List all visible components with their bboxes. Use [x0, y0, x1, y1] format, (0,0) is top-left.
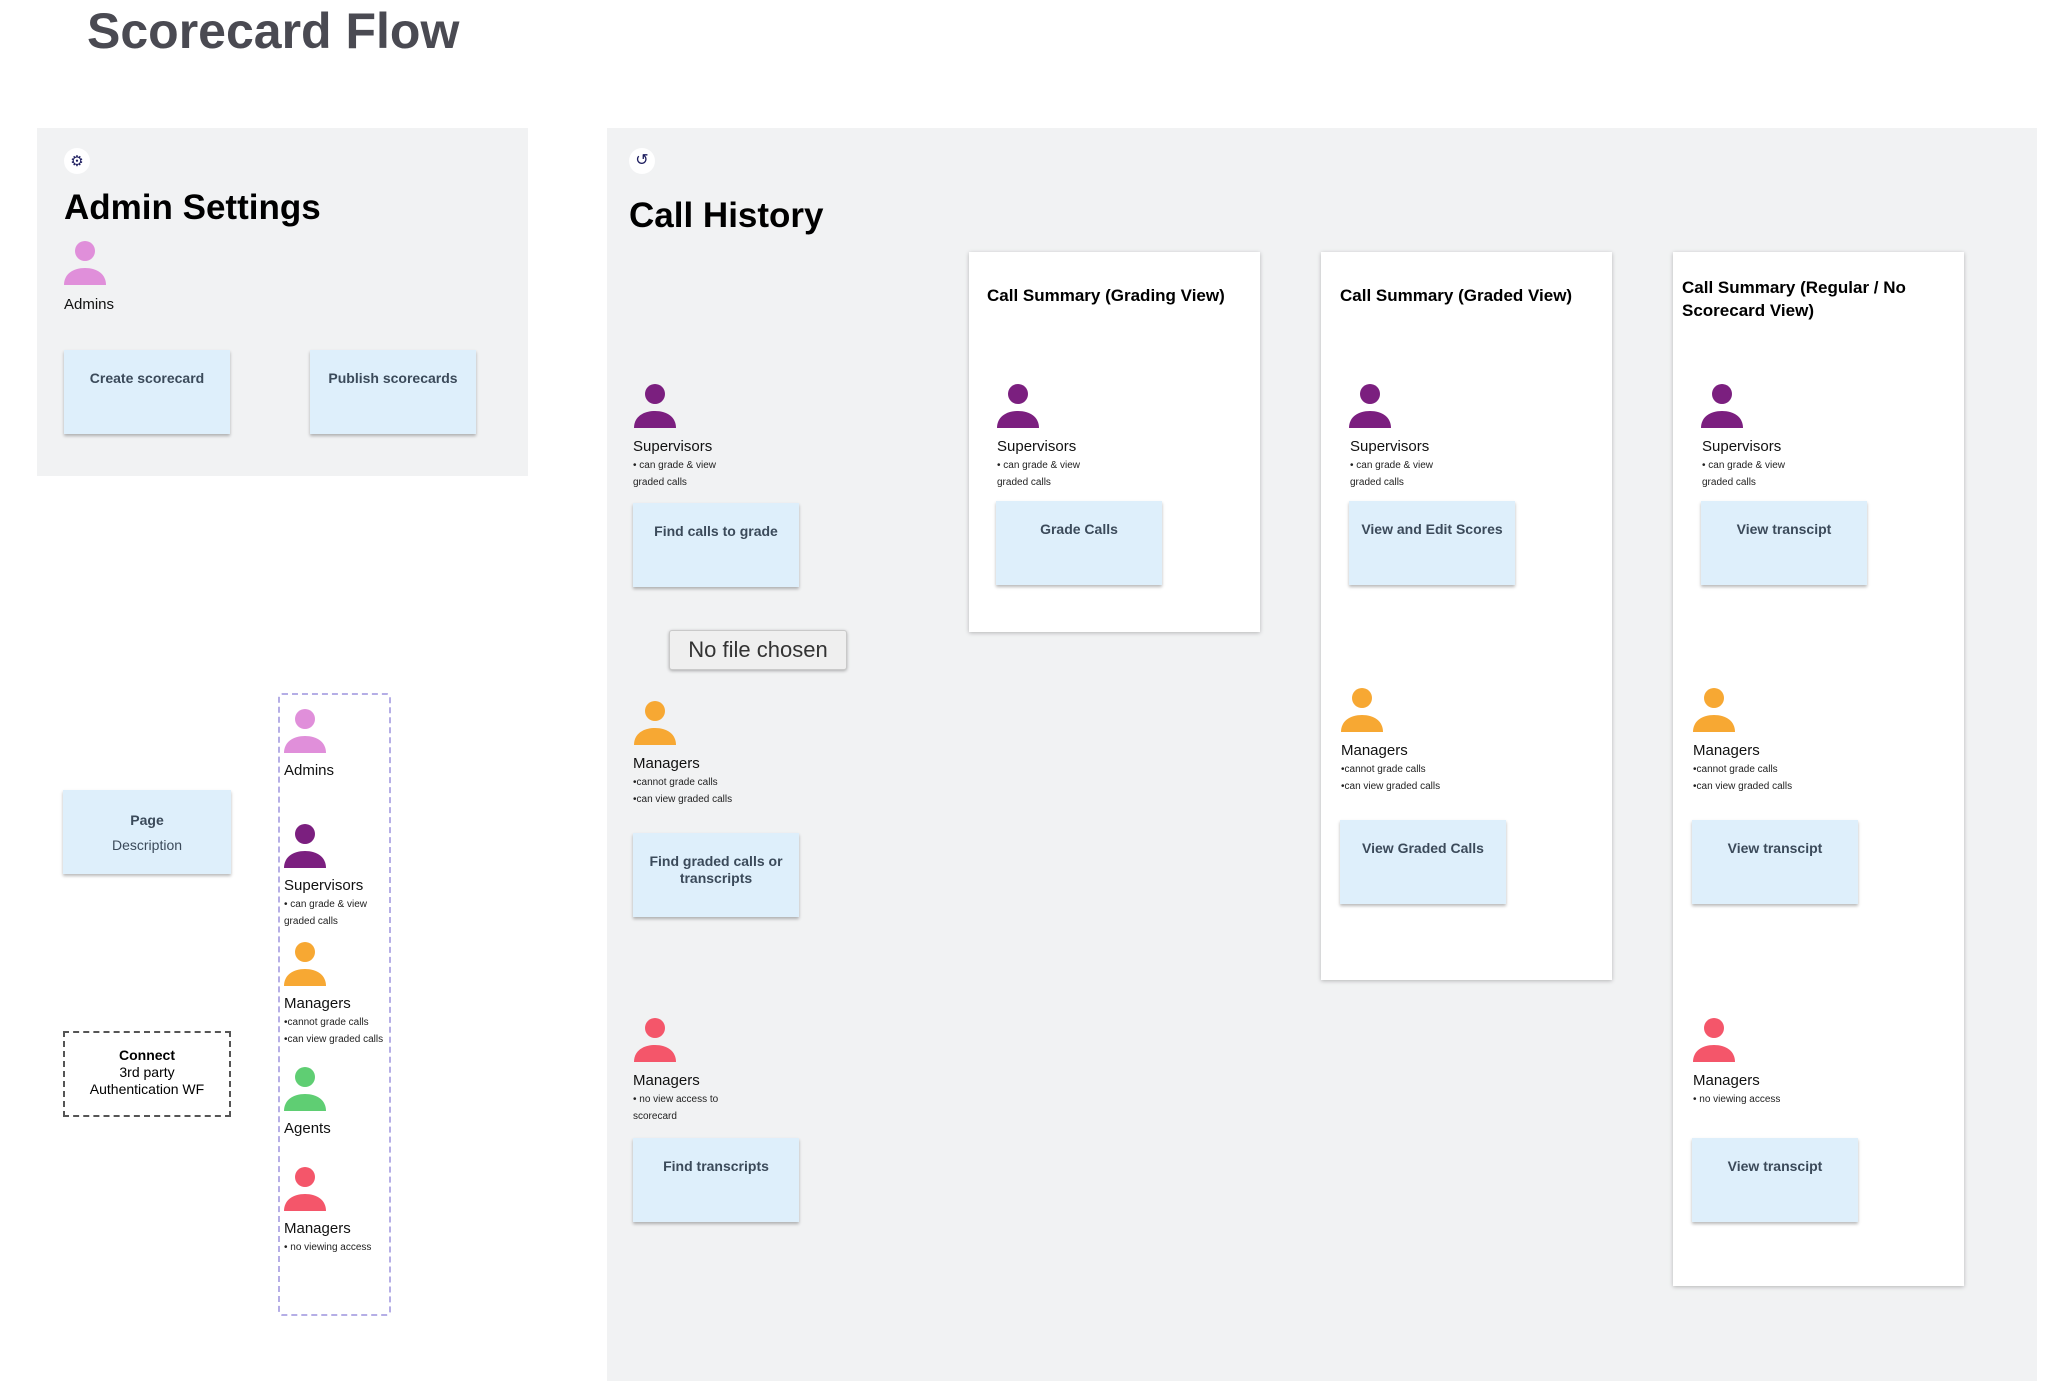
- call-history-title: Call History: [629, 196, 824, 235]
- find-graded-calls-sticky[interactable]: Find graded calls or transcripts: [633, 833, 799, 917]
- legend-manager-orange-icon: [282, 941, 328, 987]
- ch-manager-orange-note: •cannot grade calls •can view graded cal…: [633, 777, 733, 805]
- legend-agent-label: Agents: [284, 1120, 331, 1137]
- connect-bold: Connect: [119, 1047, 175, 1063]
- card3-manager-red-label: Managers: [1693, 1072, 1760, 1089]
- role-legend: [278, 693, 391, 1316]
- ch-supervisor-label: Supervisors: [633, 438, 713, 455]
- legend-manager-red-note: • no viewing access: [284, 1242, 372, 1253]
- card2-supervisor-label: Supervisors: [1350, 438, 1430, 455]
- gear-icon[interactable]: ⚙: [64, 148, 90, 174]
- card3-manager-red-note: • no viewing access: [1693, 1094, 1781, 1105]
- ch-supervisor-icon: [632, 383, 678, 429]
- legend-page-title: Page: [130, 812, 164, 828]
- publish-scorecards-sticky[interactable]: Publish scorecards: [310, 350, 476, 434]
- card3-supervisor-note: • can grade & view graded calls: [1702, 460, 1785, 488]
- legend-agent-icon: [282, 1066, 328, 1112]
- legend-supervisor-note: • can grade & view graded calls: [284, 899, 367, 927]
- card-grading-title: Call Summary (Grading View): [987, 286, 1225, 305]
- legend-page-subtitle: Description: [111, 837, 183, 853]
- legend-connect-box: Connect 3rd party Authentication WF: [63, 1031, 231, 1117]
- admin-person-icon: [62, 240, 108, 286]
- history-icon[interactable]: ↺: [629, 148, 655, 174]
- legend-page-sticky: Page Description: [63, 790, 231, 874]
- card-regular-title: Call Summary (Regular / No Scorecard Vie…: [1682, 278, 1906, 320]
- card2-supervisor-icon: [1347, 383, 1393, 429]
- card1-supervisor-note: • can grade & view graded calls: [997, 460, 1080, 488]
- ch-manager-red-icon: [632, 1017, 678, 1063]
- card3-manager-red-icon: [1691, 1017, 1737, 1063]
- legend-supervisor-icon: [282, 823, 328, 869]
- card3-view-transcript-sticky-2[interactable]: View transcipt: [1692, 820, 1858, 904]
- view-edit-scores-sticky[interactable]: View and Edit Scores: [1349, 501, 1515, 585]
- legend-admin-icon: [282, 708, 328, 754]
- card1-supervisor-icon: [995, 383, 1041, 429]
- card2-supervisor-note: • can grade & view graded calls: [1350, 460, 1433, 488]
- card3-view-transcript-sticky-3[interactable]: View transcipt: [1692, 1138, 1858, 1222]
- connect-line1: 3rd party: [119, 1064, 175, 1080]
- card3-manager-orange-note: •cannot grade calls •can view graded cal…: [1693, 764, 1793, 792]
- create-scorecard-sticky[interactable]: Create scorecard: [64, 350, 230, 434]
- ch-supervisor-note: • can grade & view graded calls: [633, 460, 716, 488]
- card3-manager-orange-icon: [1691, 687, 1737, 733]
- find-transcripts-sticky[interactable]: Find transcripts: [633, 1138, 799, 1222]
- card1-supervisor-label: Supervisors: [997, 438, 1077, 455]
- legend-manager-orange-label: Managers: [284, 995, 351, 1012]
- card3-view-transcript-sticky-1[interactable]: View transcipt: [1701, 501, 1867, 585]
- legend-manager-red-icon: [282, 1166, 328, 1212]
- card3-supervisor-label: Supervisors: [1702, 438, 1782, 455]
- admin-settings-title: Admin Settings: [64, 188, 321, 227]
- file-input-button[interactable]: No file chosen: [669, 630, 847, 670]
- legend-manager-red-label: Managers: [284, 1220, 351, 1237]
- card3-manager-orange-label: Managers: [1693, 742, 1760, 759]
- connect-line2: Authentication WF: [89, 1081, 205, 1097]
- legend-admin-label: Admins: [284, 762, 335, 779]
- find-calls-to-grade-sticky[interactable]: Find calls to grade: [633, 503, 799, 587]
- card2-manager-orange-note: •cannot grade calls •can view graded cal…: [1341, 764, 1441, 792]
- card-graded-title: Call Summary (Graded View): [1340, 286, 1573, 305]
- ch-manager-orange-icon: [632, 700, 678, 746]
- card2-manager-orange-icon: [1339, 687, 1385, 733]
- view-graded-calls-sticky[interactable]: View Graded Calls: [1340, 820, 1506, 904]
- page-title: Scorecard Flow: [87, 3, 460, 59]
- legend-supervisor-label: Supervisors: [284, 877, 364, 894]
- grade-calls-sticky[interactable]: Grade Calls: [996, 501, 1162, 585]
- ch-manager-red-label: Managers: [633, 1072, 700, 1089]
- ch-manager-orange-label: Managers: [633, 755, 700, 772]
- ch-manager-red-note: • no view access to scorecard: [633, 1094, 719, 1122]
- legend-manager-orange-note: •cannot grade calls •can view graded cal…: [284, 1017, 384, 1045]
- admin-role-label: Admins: [64, 296, 115, 313]
- card3-supervisor-icon: [1699, 383, 1745, 429]
- card2-manager-orange-label: Managers: [1341, 742, 1408, 759]
